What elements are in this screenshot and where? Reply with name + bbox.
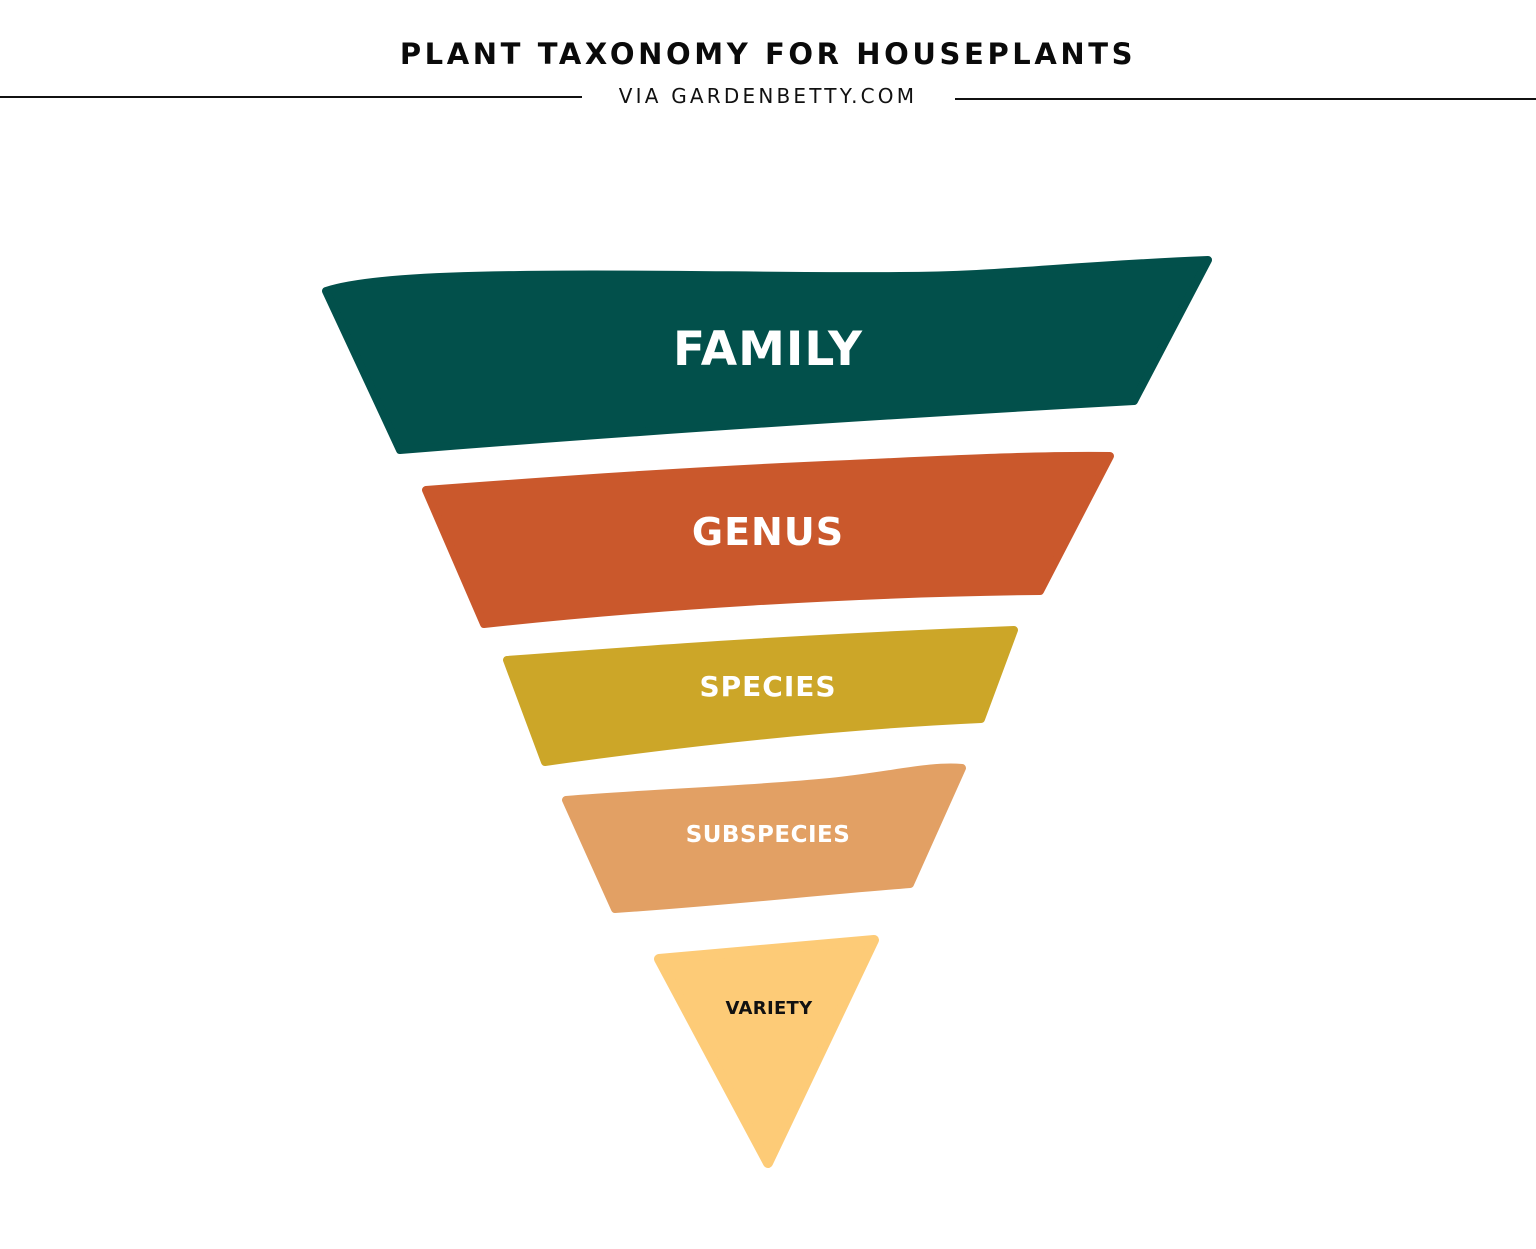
family-label: FAMILY (672, 322, 864, 377)
subspecies-label: SUBSPECIES (685, 822, 851, 848)
funnel-level-family (322, 256, 1212, 454)
right-divider-line (955, 98, 1536, 100)
funnel-level-genus (422, 451, 1114, 628)
funnel-level-species (503, 626, 1018, 766)
page-title: PLANT TAXONOMY FOR HOUSEPLANTS (399, 37, 1137, 71)
left-divider-line (0, 96, 582, 98)
funnel-level-variety (654, 935, 879, 1168)
genus-label: GENUS (691, 510, 845, 554)
source-credit: VIA GARDENBETTY.COM (618, 84, 918, 108)
subtitle-row: VIA GARDENBETTY.COM (0, 80, 1536, 112)
variety-label: VARIETY (725, 998, 813, 1019)
species-label: SPECIES (699, 670, 837, 703)
funnel-level-subspecies (562, 763, 966, 913)
